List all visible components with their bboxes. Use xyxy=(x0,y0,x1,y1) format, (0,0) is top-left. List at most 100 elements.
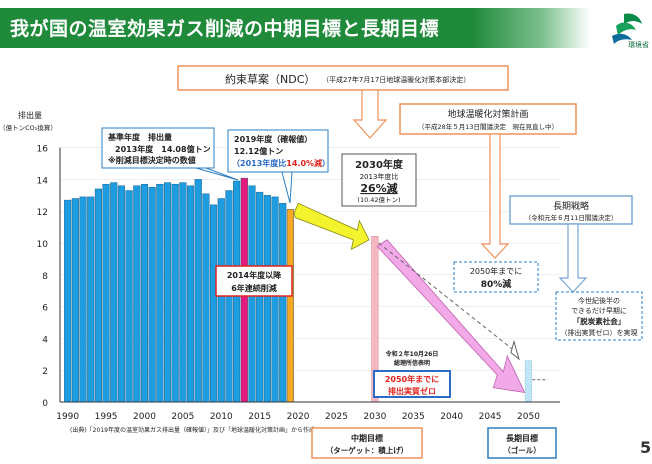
decarb-line2: できるだけ早期に xyxy=(571,307,627,315)
bar-2015 xyxy=(256,191,264,403)
bar-2008 xyxy=(202,193,210,403)
bar-1997 xyxy=(117,185,125,403)
fy2019-line2: 12.12億トン xyxy=(234,146,283,156)
bar-2000 xyxy=(140,183,149,403)
longterm-arrow-icon xyxy=(558,223,588,293)
base-year-line3: ※削減目標決定時の数値 xyxy=(108,155,196,165)
zero2050-line1: 2050年までに xyxy=(385,374,439,384)
decarb-line4: （排出実質ゼロ）を実現 xyxy=(561,328,638,337)
x-tick-label: 2010 xyxy=(210,412,233,422)
bar-2003 xyxy=(163,182,172,403)
bar-2002 xyxy=(156,183,164,403)
target2030-sub: 2013年度比 xyxy=(360,172,399,181)
bar-2050-target xyxy=(524,360,533,403)
pm-speech-line1: 令和２年10月26日 xyxy=(385,350,439,358)
ndc-banner xyxy=(177,65,509,91)
base-year-pointer xyxy=(195,167,239,181)
zero2050-box xyxy=(373,370,451,398)
base-year-callout xyxy=(101,127,215,169)
x-tick-label: 2020 xyxy=(287,412,310,422)
bar-2007 xyxy=(194,179,202,403)
x-tick-label: 2030 xyxy=(363,412,386,422)
bar-2019 xyxy=(286,209,294,403)
title-band xyxy=(0,8,590,48)
target2030-amount: (10.42億トン) xyxy=(357,195,400,204)
plan-arrow-icon xyxy=(480,133,510,259)
target2030-pct: 26%減 xyxy=(360,181,397,195)
bar-2001 xyxy=(148,187,156,403)
longterm-goal-box xyxy=(487,427,557,459)
header-bar: 我が国の温室効果ガス削減の中期目標と長期目標 環境省 xyxy=(0,0,652,55)
ndc-note: （平成27年7月17日地球温暖化対策本部決定） xyxy=(322,75,470,84)
plan-note: （平成28年５月13日閣議決定 現在見直し中） xyxy=(418,122,558,131)
decline-arrow-pink xyxy=(376,239,526,393)
base-year-line1: 基準年度 排出量 xyxy=(107,132,172,142)
dashed-trend-80 xyxy=(378,242,518,354)
consecutive-line2: 6年連続削減 xyxy=(231,283,277,293)
bar-2004 xyxy=(171,183,179,403)
y-axis-label: 排出量 xyxy=(18,110,42,120)
by2050-line1: 2050年までに xyxy=(470,266,522,276)
midterm-box xyxy=(311,427,423,459)
decarb-box xyxy=(555,291,643,341)
y-tick-label: 16 xyxy=(37,145,49,155)
y-tick-label: 6 xyxy=(42,304,48,314)
y-tick-label: 0 xyxy=(42,399,48,409)
page-number: 5 xyxy=(640,438,652,457)
x-tick-label: 2005 xyxy=(171,412,194,422)
ministry-logo-icon xyxy=(612,13,642,44)
y-tick-label: 12 xyxy=(37,208,48,218)
longterm-goal-sub: （ゴール） xyxy=(503,445,541,455)
midterm-title: 中期目標 xyxy=(351,433,383,443)
base-year-line2: 2013年度 14.08億トン xyxy=(115,144,211,154)
ministry-logo-text: 環境省 xyxy=(628,41,649,49)
x-tick-label: 2000 xyxy=(133,412,156,422)
plan-title: 地球温暖化対策計画 xyxy=(447,108,528,120)
bar-2010 xyxy=(217,198,225,403)
page-title: 我が国の温室効果ガス削減の中期目標と長期目標 xyxy=(10,18,440,40)
bar-2017 xyxy=(271,196,279,403)
bar-1991 xyxy=(71,198,79,403)
plan-banner xyxy=(399,103,577,135)
fy2019-line3: （2013年度比14.0%減） xyxy=(232,158,330,168)
bar-1995 xyxy=(102,183,110,403)
x-tick-label: 2025 xyxy=(325,412,348,422)
bar-2018 xyxy=(279,203,287,403)
x-tick-label: 2035 xyxy=(402,412,425,422)
consecutive-line1: 2014年度以降 xyxy=(227,270,282,280)
ndc-arrow-icon xyxy=(352,89,388,139)
bar-2006 xyxy=(187,185,195,403)
x-tick-label: 1990 xyxy=(56,412,79,422)
bar-2005 xyxy=(179,182,187,403)
y-tick-label: 8 xyxy=(42,272,48,282)
y-axis-unit: （億トンCO₂換算） xyxy=(0,123,57,132)
bar-2009 xyxy=(210,204,218,403)
bar-1990 xyxy=(64,199,72,403)
consecutive-callout xyxy=(215,265,293,297)
pm-speech-line2: 総理所信表明 xyxy=(394,359,430,367)
y-tick-label: 2 xyxy=(42,367,48,377)
fy2019-line1: 2019年度（確報値） xyxy=(234,134,312,144)
decarb-line1: 今世紀後半の xyxy=(578,296,620,305)
decarb-line3: 「脱炭素社会」 xyxy=(573,316,626,326)
target2030-title: 2030年度 xyxy=(355,158,404,171)
bar-1999 xyxy=(133,185,141,403)
dashed-arrowhead xyxy=(510,339,520,361)
ndc-title: 約束草案（NDC） xyxy=(225,72,315,86)
bar-1998 xyxy=(125,190,133,403)
fy2019-pointer xyxy=(281,171,293,204)
fy2019-callout xyxy=(227,129,329,173)
x-tick-label: 2015 xyxy=(248,412,271,422)
x-tick-label: 2045 xyxy=(479,412,502,422)
bar-1996 xyxy=(110,182,118,403)
longterm-title: 長期戦略 xyxy=(553,200,589,212)
target-2030-box xyxy=(341,153,417,207)
x-tick-label: 2050 xyxy=(517,412,540,422)
yellow-arrow xyxy=(293,202,370,251)
by2050-box xyxy=(453,261,539,293)
x-tick-label: 2040 xyxy=(440,412,463,422)
y-tick-label: 10 xyxy=(37,240,49,250)
bar-2016 xyxy=(263,195,271,403)
zero2050-line2: 排出実質ゼロ xyxy=(388,386,436,396)
